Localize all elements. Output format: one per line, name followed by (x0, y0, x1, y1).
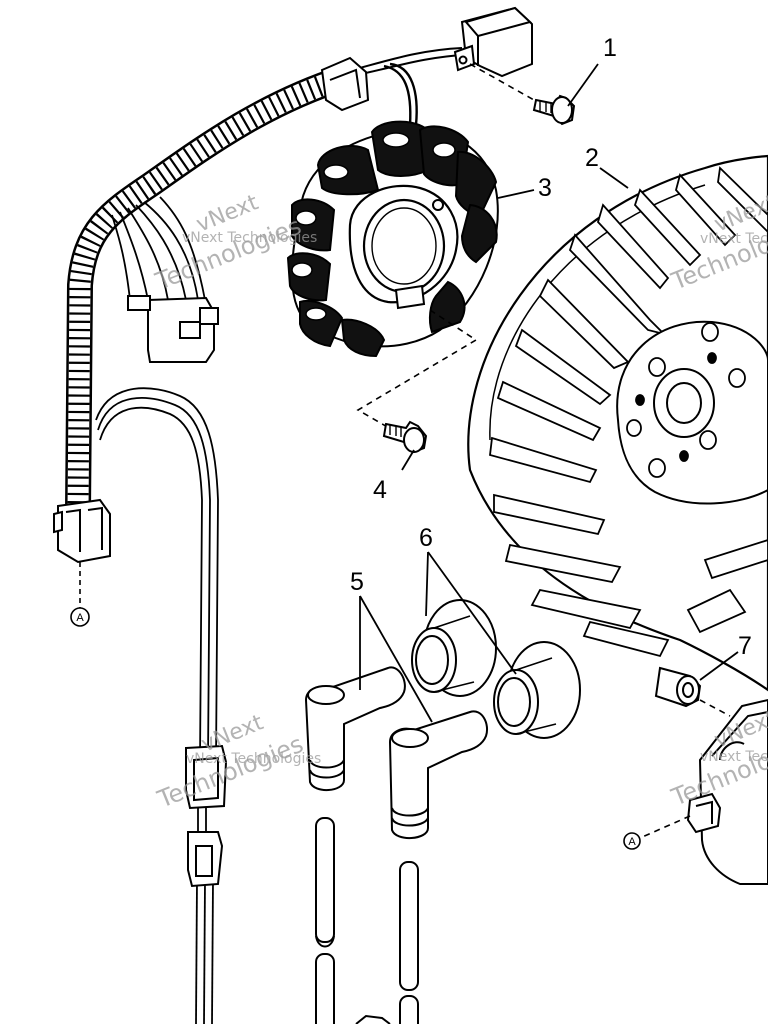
bushing-upper (411, 599, 497, 697)
spark-plug-cap-left (304, 666, 406, 791)
watermark-right-lower-line1: vNext Technologies (700, 749, 768, 765)
small-multi-pin-connector (127, 295, 219, 363)
watermark-upper-line1: vNext Technologies (182, 230, 317, 246)
flywheel (467, 154, 768, 692)
callout-7: 7 (738, 632, 752, 660)
screw-1-leader-dashed (469, 63, 535, 101)
harness-clip (320, 56, 370, 112)
stator-screw-leader (356, 309, 478, 433)
callout-3: 3 (538, 174, 552, 202)
callout-6: 6 (419, 524, 433, 552)
connector-marker-left-label: A (76, 612, 84, 624)
harness-end-connector (53, 498, 111, 564)
cdi-module (686, 698, 768, 885)
screw-part-4 (382, 420, 428, 454)
callout-leaders (359, 63, 739, 723)
callout-4: 4 (373, 476, 387, 504)
cdi-box-leader-dashed (699, 699, 731, 717)
watermark-lower-line1: vNext Technologies (186, 751, 321, 767)
connector-marker-right-label: A (628, 836, 636, 848)
spark-plug-cap-right (388, 710, 488, 839)
connector-marker-right: A (623, 832, 641, 850)
connector-marker-left: A (70, 607, 90, 627)
screw-part-1 (532, 94, 576, 126)
stator (286, 120, 499, 358)
bushing-lower (493, 641, 581, 739)
watermark-lower: vNext Technologies vNext Technologies (153, 710, 321, 814)
stator-connector-block (453, 6, 533, 78)
cdi-connector-leader (639, 815, 691, 839)
watermark-right-upper-line1: vNext Technologies (700, 231, 768, 247)
high-tension-leads (315, 817, 419, 1024)
bushing-part-7 (654, 666, 702, 708)
callout-5: 5 (350, 568, 364, 596)
lead-bullet-connector-upper (185, 744, 228, 810)
lead-bullet-connector-lower (187, 831, 224, 888)
callout-2: 2 (585, 144, 599, 172)
wiring-harness (65, 47, 465, 1024)
callout-1: 1 (603, 34, 617, 62)
